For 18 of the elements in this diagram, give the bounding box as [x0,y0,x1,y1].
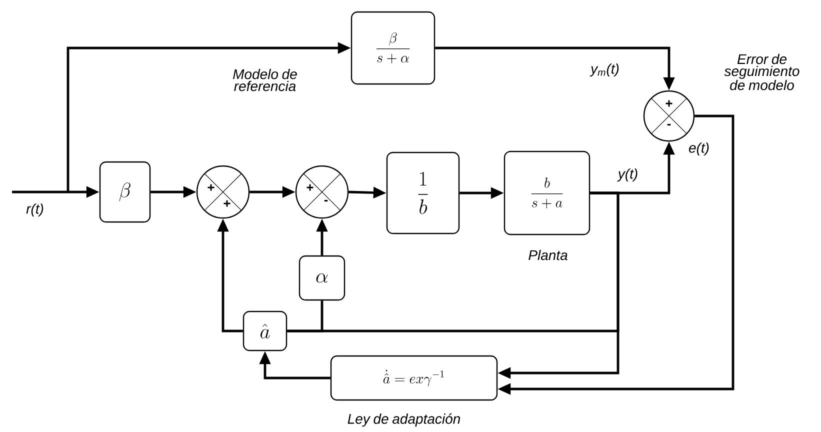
block-box: $\hat{a}$ [242,310,288,352]
caption-text: Error de seguimiento de modelo [724,54,800,90]
signal-label: r(t) [25,202,45,218]
signal-label: e(t) [688,141,710,157]
signal-label: y$_{m}$(t) [590,62,620,78]
summing-junction: + - [643,90,695,142]
caption-text: Ley de adaptación [348,413,460,427]
summing-junction: + - [295,165,349,219]
block-box: $\frac{b}{s+a}$ [504,150,590,236]
caption-text: Planta [528,250,568,260]
block-box: $\frac{1}{b}$ [386,152,460,234]
block-box: $\frac{\beta}{s+\alpha}$ [350,11,436,85]
signal-label: y(t) [616,167,640,183]
block-box: $\beta$ [99,161,151,223]
summing-junction: + + [196,165,250,219]
block-box: $\dot{\hat{a}} = ex\gamma^{-1}$ [330,355,498,401]
caption-text: Modelo de referencia [233,68,297,92]
block-box: $\alpha$ [298,255,346,301]
